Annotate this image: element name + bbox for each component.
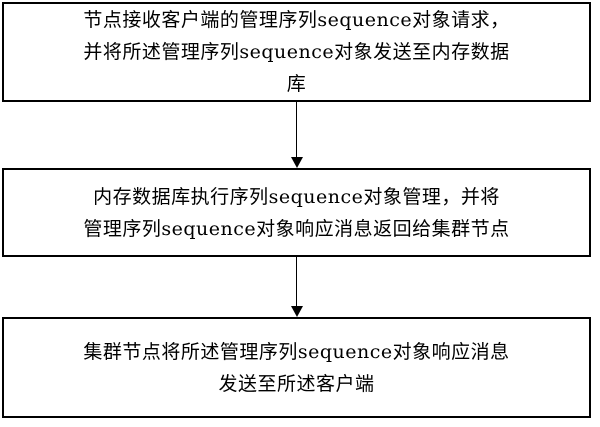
step-1-line-2: 并将所述管理序列sequence对象发送至内存数据: [83, 41, 510, 63]
step-1-box: 节点接收客户端的管理序列sequence对象请求， 并将所述管理序列sequen…: [2, 2, 591, 102]
step-2-line-1: 内存数据库执行序列sequence对象管理，并将: [93, 185, 500, 208]
step-3-text: 集群节点将所述管理序列sequence对象响应消息 发送至所述客户端: [83, 336, 509, 400]
step-2-text: 内存数据库执行序列sequence对象管理，并将 管理序列sequence对象响…: [83, 181, 509, 245]
step-1-text: 节点接收客户端的管理序列sequence对象请求， 并将所述管理序列sequen…: [83, 4, 509, 100]
connector-1-to-2: [296, 102, 297, 158]
step-3-line-1: 集群节点将所述管理序列sequence对象响应消息: [83, 340, 510, 363]
step-3-box: 集群节点将所述管理序列sequence对象响应消息 发送至所述客户端: [2, 317, 591, 418]
connector-2-to-3: [296, 257, 297, 307]
step-1-line-1: 节点接收客户端的管理序列sequence对象请求，: [83, 9, 510, 31]
step-2-box: 内存数据库执行序列sequence对象管理，并将 管理序列sequence对象响…: [2, 168, 591, 257]
arrow-down-icon: [291, 306, 303, 317]
step-3-line-2: 发送至所述客户端: [218, 372, 375, 395]
step-2-line-2: 管理序列sequence对象响应消息返回给集群节点: [83, 217, 510, 240]
step-1-line-3: 库: [286, 73, 307, 95]
arrow-down-icon: [291, 157, 303, 168]
